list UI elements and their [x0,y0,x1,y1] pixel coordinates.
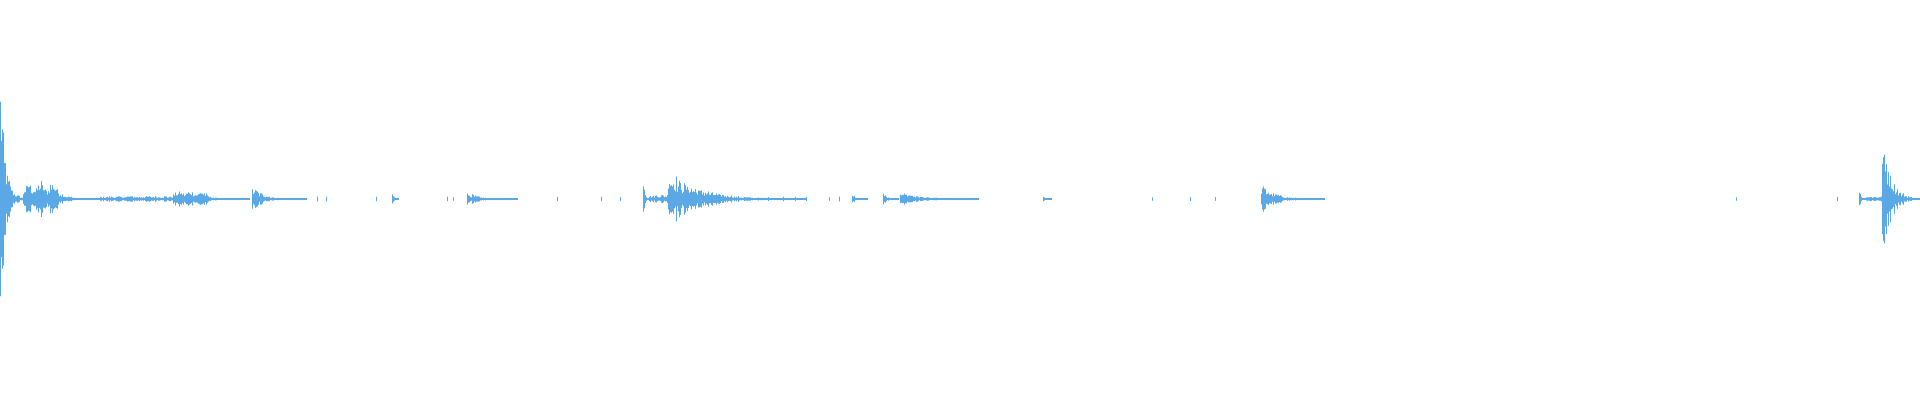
waveform-bars [0,101,1920,297]
waveform-trace [0,101,1920,297]
